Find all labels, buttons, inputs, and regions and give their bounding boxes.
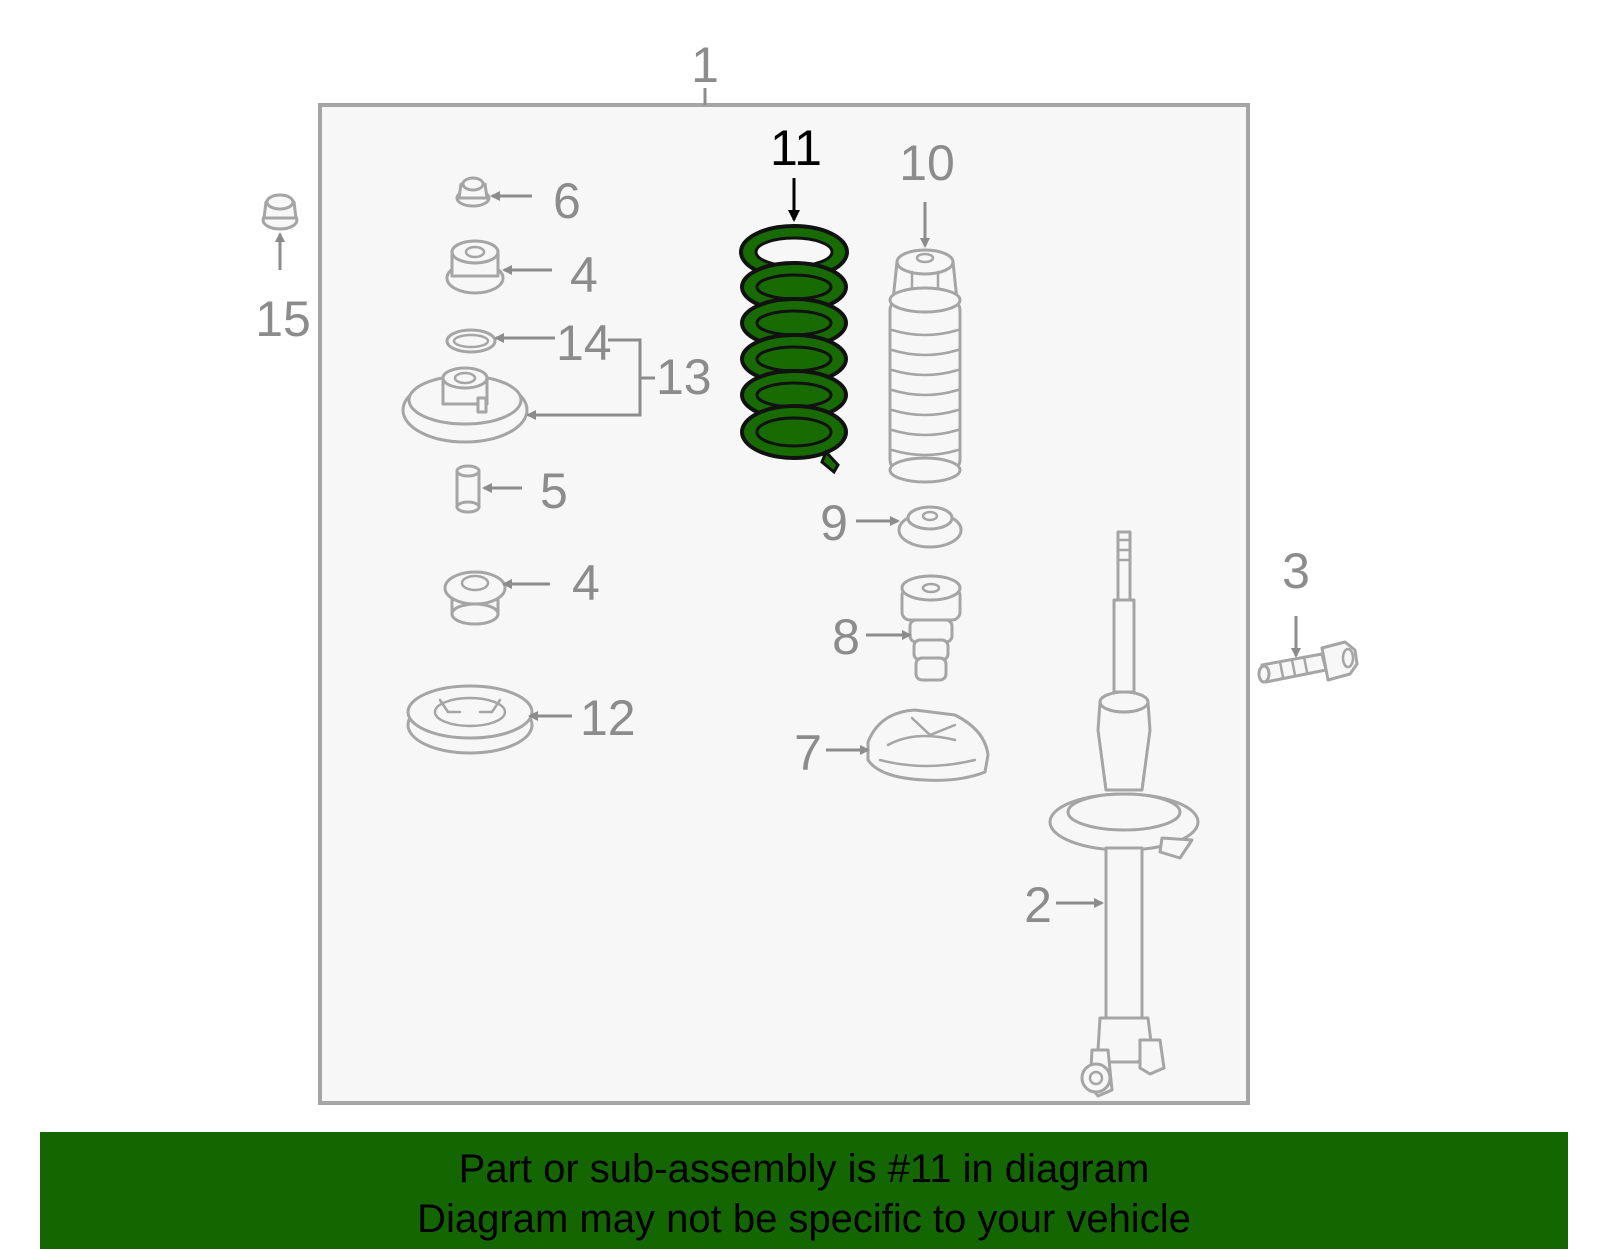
part-7-spring-insulator[interactable] xyxy=(866,708,990,782)
callout-2: 2 xyxy=(1024,877,1052,933)
callout-12: 12 xyxy=(580,690,636,746)
callout-1: 1 xyxy=(691,37,719,93)
callout-4a: 4 xyxy=(570,247,598,303)
callout-15: 15 xyxy=(255,291,311,347)
part-12-spring-seat[interactable] xyxy=(406,684,534,755)
part-4-upper-bushing[interactable] xyxy=(445,239,505,295)
part-14-washer[interactable] xyxy=(445,328,497,354)
callout-5: 5 xyxy=(540,463,568,519)
part-11-coil-spring[interactable] xyxy=(739,224,849,475)
part-2-strut[interactable] xyxy=(1048,530,1200,1098)
callout-9: 9 xyxy=(820,495,848,551)
callout-8: 8 xyxy=(832,609,860,665)
callout-10: 10 xyxy=(899,135,955,191)
part-15-nut[interactable] xyxy=(261,193,299,231)
callout-11: 11 xyxy=(770,120,822,176)
part-3-bolt[interactable] xyxy=(1257,640,1359,684)
info-banner: Part or sub-assembly is #11 in diagram D… xyxy=(40,1132,1568,1249)
callout-4b: 4 xyxy=(572,555,600,611)
part-8-bump-stop[interactable] xyxy=(900,574,962,682)
part-9-bump-stop-cap[interactable] xyxy=(897,505,963,549)
callout-13: 13 xyxy=(656,349,712,405)
banner-part-note: Part or sub-assembly is #11 in diagram xyxy=(458,1147,1150,1191)
callout-14: 14 xyxy=(556,315,612,371)
callout-7: 7 xyxy=(794,725,822,781)
callout-6: 6 xyxy=(553,173,581,229)
part-6-nut[interactable] xyxy=(455,176,491,208)
callout-3: 3 xyxy=(1282,543,1310,599)
banner-disclaimer: Diagram may not be specific to your vehi… xyxy=(417,1197,1191,1241)
part-4-lower-bushing[interactable] xyxy=(443,570,507,626)
part-5-collar[interactable] xyxy=(455,464,481,514)
part-10-dust-boot[interactable] xyxy=(888,248,962,484)
